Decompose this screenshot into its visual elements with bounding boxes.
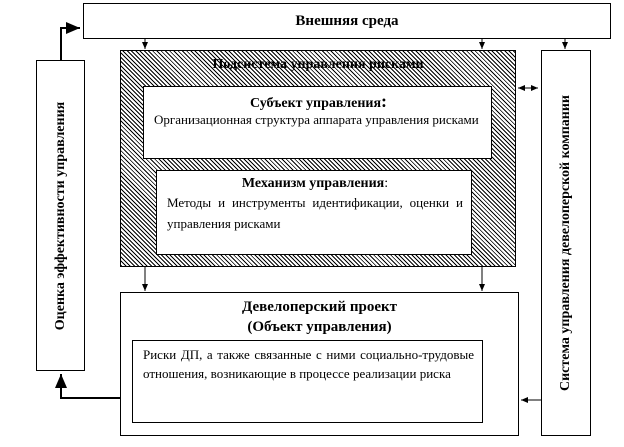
arrow-project-to-evaluation <box>55 374 120 399</box>
subject-text: Организационная структура аппарата управ… <box>154 112 479 127</box>
project-risks-box: Риски ДП, а также связанные с ними социа… <box>132 340 483 423</box>
external-title: Внешняя среда <box>295 13 399 29</box>
project-title: Девелоперский проект <box>242 299 397 315</box>
evaluation-box: Оценка эффективности управления <box>36 60 85 371</box>
external-environment-box: Внешняя среда <box>83 3 611 39</box>
risk-subsystem-title: Подсистема управления рисками <box>212 57 424 72</box>
company-system-title: Система управления девелоперской компани… <box>558 95 573 391</box>
mechanism-title: Механизм управления <box>241 176 385 191</box>
subject-colon: : <box>381 91 388 111</box>
mechanism-colon: : <box>384 176 389 191</box>
subject-box: Субъект управления: Организационная стру… <box>143 86 492 159</box>
project-risks-text: Риски ДП, а также связанные с ними социа… <box>143 347 474 381</box>
project-subtitle: (Объект управления) <box>247 319 392 335</box>
subject-title: Субъект управления <box>249 96 382 111</box>
arrow-evaluation-to-external <box>60 22 80 60</box>
mechanism-box: Механизм управления: Методы и инструмент… <box>156 170 472 255</box>
evaluation-title: Оценка эффективности управления <box>52 101 68 330</box>
mechanism-text: Методы и инструменты идентификации, оцен… <box>167 195 463 231</box>
company-system-box: Система управления девелоперской компани… <box>541 50 591 436</box>
